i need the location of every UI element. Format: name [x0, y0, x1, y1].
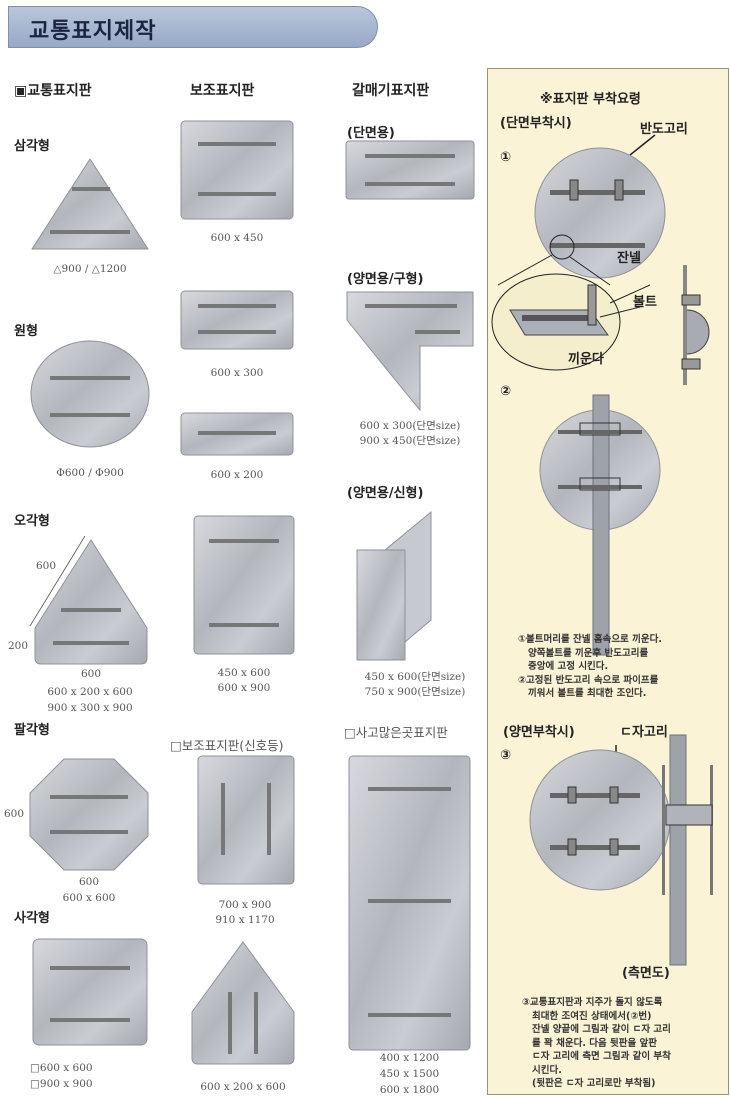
step-3-text: ③교통표지판과 지주가 돌지 않도록 최대한 조여진 상태에서(②번) 잔넬 양…	[522, 997, 671, 1089]
column-heading-aux: 보조표지판	[190, 83, 255, 99]
flag-double-old-label: (양면용/구형)	[347, 272, 424, 287]
flag-double-new-sign	[356, 510, 432, 661]
flag-old-size-2: 900 x 450(단면size)	[359, 435, 461, 447]
accident-size-1: 400 x 1200	[379, 1052, 440, 1064]
triangle-label: 삼각형	[14, 139, 50, 154]
pentagon-dim-base: 600	[80, 668, 102, 680]
steps-1-2-text: ①볼트머리를 잔넬 홈속으로 끼운다. 양쪽볼트를 끼운후 반도고리를 중앙에 …	[518, 634, 662, 699]
flag-single-label: (단면용)	[347, 126, 395, 141]
side-view-label: (측면도)	[622, 966, 670, 981]
pentagon-sign	[29, 535, 148, 665]
channel-bar	[50, 230, 130, 234]
step-1-number: ①	[500, 150, 512, 165]
circle-sign	[30, 340, 150, 448]
page-title-banner: 교통표지제작	[8, 6, 378, 48]
bando-label: 반도고리	[640, 122, 688, 137]
accident-size-3: 600 x 1800	[379, 1084, 440, 1096]
square-sign	[32, 938, 148, 1046]
pentagon-label: 오각형	[14, 514, 50, 529]
flag-double-new-label: (양면용/신형)	[347, 486, 424, 501]
column-heading-main: ▣교통표지판	[14, 83, 92, 99]
pentagon-size-2: 900 x 300 x 900	[47, 702, 133, 714]
circle-size: Φ600 / Φ900	[56, 467, 124, 479]
aux-size-3: 600 x 200	[210, 469, 264, 481]
aux-pentagon-sign	[191, 941, 295, 1065]
flag-double-old-sign	[346, 291, 474, 412]
flag-single-sign	[345, 140, 475, 200]
accident-size-2: 450 x 1500	[379, 1068, 440, 1080]
octagon-sign	[29, 758, 149, 871]
square-size-1: □600 x 600	[30, 1062, 93, 1074]
aux-pentagon-size: 600 x 200 x 600	[200, 1081, 286, 1093]
insert-label: 끼운다	[568, 352, 604, 367]
pentagon-size-1: 600 x 200 x 600	[47, 686, 133, 698]
aux-size-2: 600 x 300	[210, 367, 264, 379]
accident-sign	[348, 755, 471, 1051]
aux-sign-600x450	[180, 120, 294, 220]
channel-bar	[72, 187, 110, 191]
d-ring-label: ㄷ자고리	[620, 725, 668, 740]
installation-diagram	[491, 134, 710, 656]
aux-tall-size-1: 450 x 600	[217, 667, 271, 679]
panel-title: ※표지판 부착요령	[540, 92, 641, 107]
accident-heading: □사고많은곳표지판	[344, 725, 448, 740]
column-heading-flag: 갈매기표지판	[352, 83, 430, 99]
pentagon-dim-height: 200	[8, 640, 29, 652]
octagon-size: 600 x 600	[62, 892, 116, 904]
signal-size-2: 910 x 1170	[215, 914, 275, 926]
flag-new-size-1: 450 x 600(단면size)	[364, 671, 466, 683]
triangle-size: △900 / △1200	[53, 263, 127, 275]
aux-size-1: 600 x 450	[210, 232, 264, 244]
bolt-label: 볼트	[633, 295, 657, 310]
square-size-2: □900 x 900	[30, 1078, 93, 1090]
aux-sign-tall	[193, 515, 295, 655]
square-label: 사각형	[14, 911, 50, 926]
double-mount-diagram	[529, 734, 713, 966]
flag-old-size-1: 600 x 300(단면size)	[359, 420, 461, 432]
signal-aux-heading: □보조표지판(신호등)	[170, 738, 284, 753]
step-3-number: ③	[500, 748, 512, 763]
triangle-sign	[31, 158, 149, 250]
aux-tall-size-2: 600 x 900	[217, 682, 271, 694]
page-title: 교통표지제작	[29, 19, 157, 44]
double-mount-heading: (양면부착시)	[503, 725, 575, 740]
circle-label: 원형	[14, 324, 38, 339]
signal-aux-sign	[197, 755, 295, 885]
octagon-dim-base: 600	[78, 876, 100, 888]
signal-size-1: 700 x 900	[218, 899, 272, 911]
single-mount-heading: (단면부착시)	[500, 116, 572, 131]
flag-new-size-2: 750 x 900(단면size)	[364, 686, 466, 698]
aux-sign-600x300	[180, 290, 294, 350]
aux-sign-600x200	[180, 412, 294, 456]
pentagon-dim-side: 600	[36, 560, 57, 572]
octagon-label: 팔각형	[14, 723, 50, 738]
octagon-dim-side: 600	[4, 808, 25, 820]
channel-label: 잔넬	[617, 251, 641, 266]
step-2-number: ②	[500, 384, 512, 399]
